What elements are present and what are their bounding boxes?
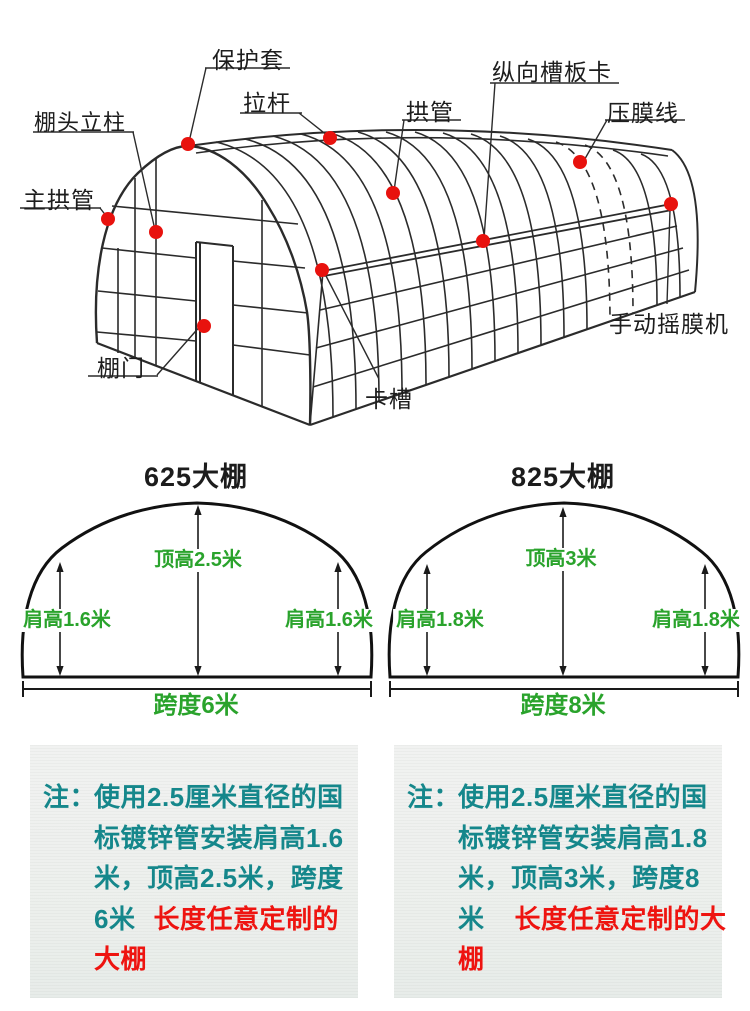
note-line: 注：使用2.5厘米直径的国 [407,777,722,818]
dim-625-top-height: 顶高2.5米 [151,549,245,572]
note-line: 棚 [407,939,722,980]
label-protective-sleeve: 保护套 [212,47,284,73]
note-line: 标镀锌管安装肩高1.6 [43,818,358,859]
label-tie-rod: 拉杆 [243,90,291,116]
note-panel-825: 注：使用2.5厘米直径的国 标镀锌管安装肩高1.8 米，顶高3米，跨度8 米长度… [394,745,726,998]
note-text: 标镀锌管安装肩高1.8 [458,822,708,853]
note-text: 米，顶高3米，跨度8 [458,863,700,893]
section-625-title: 625大棚 [143,462,249,492]
dim-825-span: 跨度8米 [517,692,609,719]
dim-825-shoulder-left: 肩高1.8米 [393,609,487,632]
note-text: 使用2.5厘米直径的国 [458,782,708,812]
note-line: 6米长度任意定制的 [43,899,358,940]
note-line: 米，顶高2.5米，跨度 [43,858,358,899]
section-825-drawing [387,501,741,697]
label-manual-film-roller: 手动摇膜机 [609,311,729,337]
note-text: 6米 [94,903,136,934]
dim-825-top-height: 顶高3米 [522,548,600,571]
dot-film-press-line [573,155,587,169]
note-text: 使用2.5厘米直径的国 [94,782,344,812]
note-line: 米长度任意定制的大 [407,899,726,940]
label-channel-slot: 卡槽 [365,386,413,412]
leader-lines [99,67,671,380]
section-825-title: 825大棚 [510,462,616,492]
note-text: 标镀锌管安装肩高1.6 [94,822,344,853]
label-longitudinal-channel-clip: 纵向槽板卡 [492,59,612,85]
note-highlight: 长度任意定制的 [153,903,339,934]
dim-625-shoulder-left: 肩高1.6米 [20,609,114,632]
dot-manual-film-roller [664,197,678,211]
note-prefix: 注： [407,782,461,812]
note-line: 注：使用2.5厘米直径的国 [43,777,358,818]
dot-tie-rod [323,131,337,145]
dot-channel-slot [315,263,329,277]
label-shed-door: 棚门 [97,355,145,381]
note-prefix: 注： [43,782,97,812]
dot-protective-sleeve [181,137,195,151]
note-line: 米，顶高3米，跨度8 [407,858,722,899]
label-arch-pipe: 拱管 [406,99,454,125]
note-text: 米，顶高2.5米，跨度 [94,863,344,893]
dot-longitudinal-channel-clip [476,234,490,248]
note-highlight: 棚 [458,944,485,974]
dot-main-arch-pipe [101,212,115,226]
note-text: 米 [458,903,485,934]
note-line: 大棚 [43,939,358,980]
dim-625-shoulder-right: 肩高1.6米 [282,609,376,632]
label-main-arch-pipe: 主拱管 [23,187,95,213]
label-end-post: 棚头立柱 [34,110,127,135]
dim-825-shoulder-right: 肩高1.8米 [649,609,743,632]
dot-arch-pipe [386,186,400,200]
note-line: 标镀锌管安装肩高1.8 [407,818,722,859]
note-highlight: 大棚 [94,944,148,974]
note-panel-625: 注：使用2.5厘米直径的国 标镀锌管安装肩高1.6 米，顶高2.5米，跨度 6米… [30,745,358,998]
part-marker-dots [101,131,678,333]
dot-end-post [149,225,163,239]
label-film-press-line: 压膜线 [607,100,679,126]
section-625-drawing [20,501,374,697]
film-press-dashed-lines [555,141,634,322]
dim-625-span: 跨度6米 [150,692,242,719]
note-highlight: 长度任意定制的大 [514,903,727,934]
dot-shed-door [197,319,211,333]
